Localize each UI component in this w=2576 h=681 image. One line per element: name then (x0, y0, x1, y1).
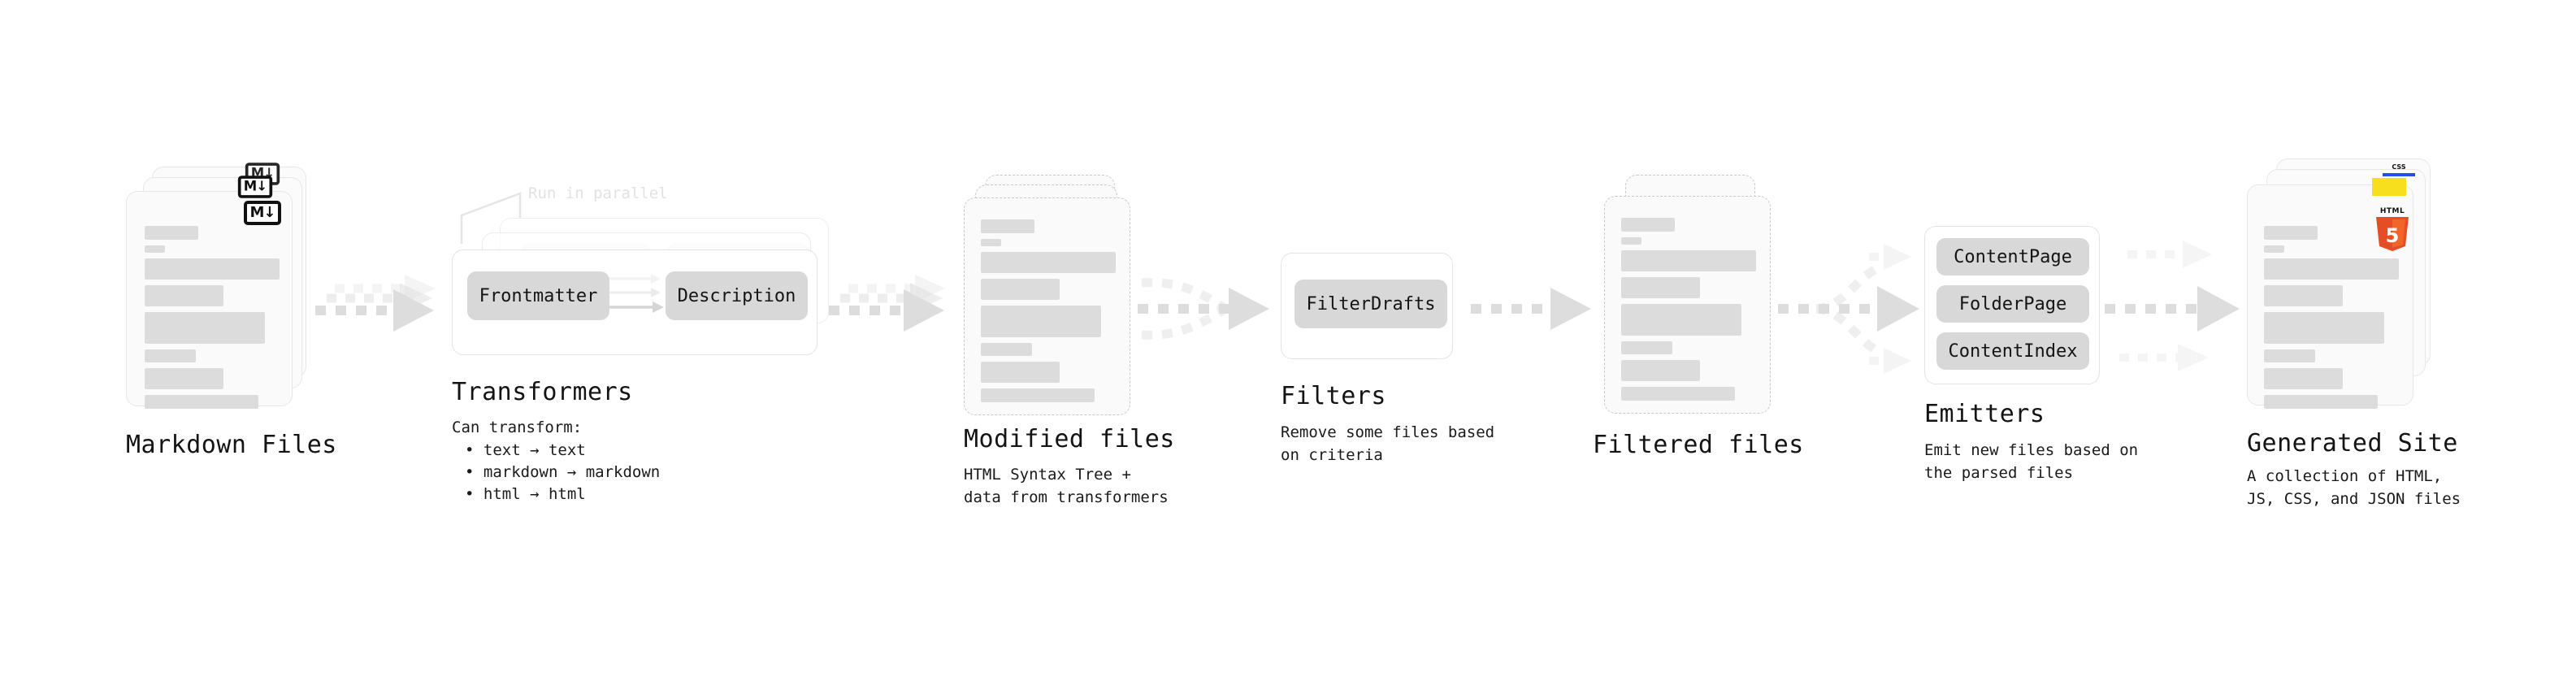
markdown-icon-mid: M↓ (237, 176, 273, 198)
markdown-icon-letter: M (243, 178, 257, 195)
markdown-icon-arrow: ↓ (256, 178, 267, 195)
emitters-desc-1: Emit new files based on (1924, 441, 2139, 459)
generated-site-stack: CSS HTML 5 (2247, 158, 2450, 410)
markdown-files-stack: M↓ M↓ M↓ (126, 163, 321, 410)
css-icon: CSS (2383, 163, 2415, 176)
transformers-bullet-1: • text → text (465, 441, 586, 459)
filtered-files-stack (1604, 175, 1791, 419)
html5-icon-shield: 5 (2376, 217, 2409, 251)
transformers-box[interactable]: Frontmatter Description (452, 249, 817, 355)
generated-site-desc-2: JS, CSS, and JSON files (2247, 490, 2461, 508)
markdown-skeleton-lines (145, 226, 280, 414)
js-icon (2372, 178, 2406, 196)
modified-files-desc-1: HTML Syntax Tree + (964, 466, 1131, 484)
generated-skeleton-lines (2264, 226, 2399, 414)
chip-contentpage[interactable]: ContentPage (1936, 238, 2089, 275)
filtered-card-front[interactable] (1604, 196, 1771, 414)
markdown-files-title: Markdown Files (126, 431, 337, 459)
arrow-emitters-to-site (2105, 241, 2240, 371)
transformers-title: Transformers (452, 378, 633, 406)
chip-description[interactable]: Description (666, 271, 808, 320)
emitters-title: Emitters (1924, 400, 2045, 428)
emitters-desc-2: the parsed files (1924, 464, 2074, 482)
filtered-skeleton-lines (1621, 218, 1756, 406)
chip-folderpage[interactable]: FolderPage (1936, 285, 2089, 323)
arrow-transformers-to-modified (829, 275, 946, 332)
markdown-icon: M↓ (244, 201, 281, 225)
filters-desc-2: on criteria (1281, 446, 1383, 464)
css-icon-bar (2383, 173, 2415, 176)
transformers-bullet-3: • html → html (465, 485, 586, 503)
markdown-icon-letter: M (249, 204, 264, 221)
filters-desc-1: Remove some files based (1281, 423, 1495, 441)
modified-skeleton-lines (981, 219, 1116, 408)
css-icon-label: CSS (2392, 163, 2406, 171)
arrow-filtered-to-emitters (1778, 244, 1919, 374)
filters-title: Filters (1281, 382, 1386, 410)
modified-card-front[interactable] (964, 197, 1130, 415)
html5-icon: HTML 5 (2374, 207, 2410, 251)
emitters-box[interactable]: ContentPage FolderPage ContentIndex (1924, 226, 2100, 384)
modified-files-title: Modified files (964, 425, 1175, 453)
arrow-modified-to-filters (1138, 278, 1269, 340)
modified-files-stack (964, 175, 1151, 419)
transformers-desc-head: Can transform: (452, 419, 583, 436)
modified-files-desc-2: data from transformers (964, 488, 1169, 506)
arrow-filters-to-filtered (1471, 288, 1591, 330)
generated-site-title: Generated Site (2247, 429, 2458, 458)
generated-site-desc-1: A collection of HTML, (2247, 467, 2443, 485)
markdown-card-front[interactable] (126, 191, 293, 409)
run-in-parallel-label: Run in parallel (528, 184, 668, 202)
chip-contentindex[interactable]: ContentIndex (1936, 332, 2089, 370)
transformer-inner-arrows (609, 274, 664, 313)
markdown-icon-arrow: ↓ (263, 204, 275, 221)
transformers-bullet-2: • markdown → markdown (465, 463, 661, 481)
generated-card-front[interactable] (2247, 184, 2413, 409)
chip-frontmatter[interactable]: Frontmatter (467, 271, 609, 320)
html5-icon-word: HTML (2379, 207, 2405, 215)
filtered-files-title: Filtered files (1593, 431, 1804, 459)
svg-text:5: 5 (2386, 224, 2400, 247)
chip-filterdrafts[interactable]: FilterDrafts (1295, 280, 1447, 328)
arrow-markdown-to-transformers (315, 275, 436, 332)
filters-box[interactable]: FilterDrafts (1281, 253, 1453, 359)
